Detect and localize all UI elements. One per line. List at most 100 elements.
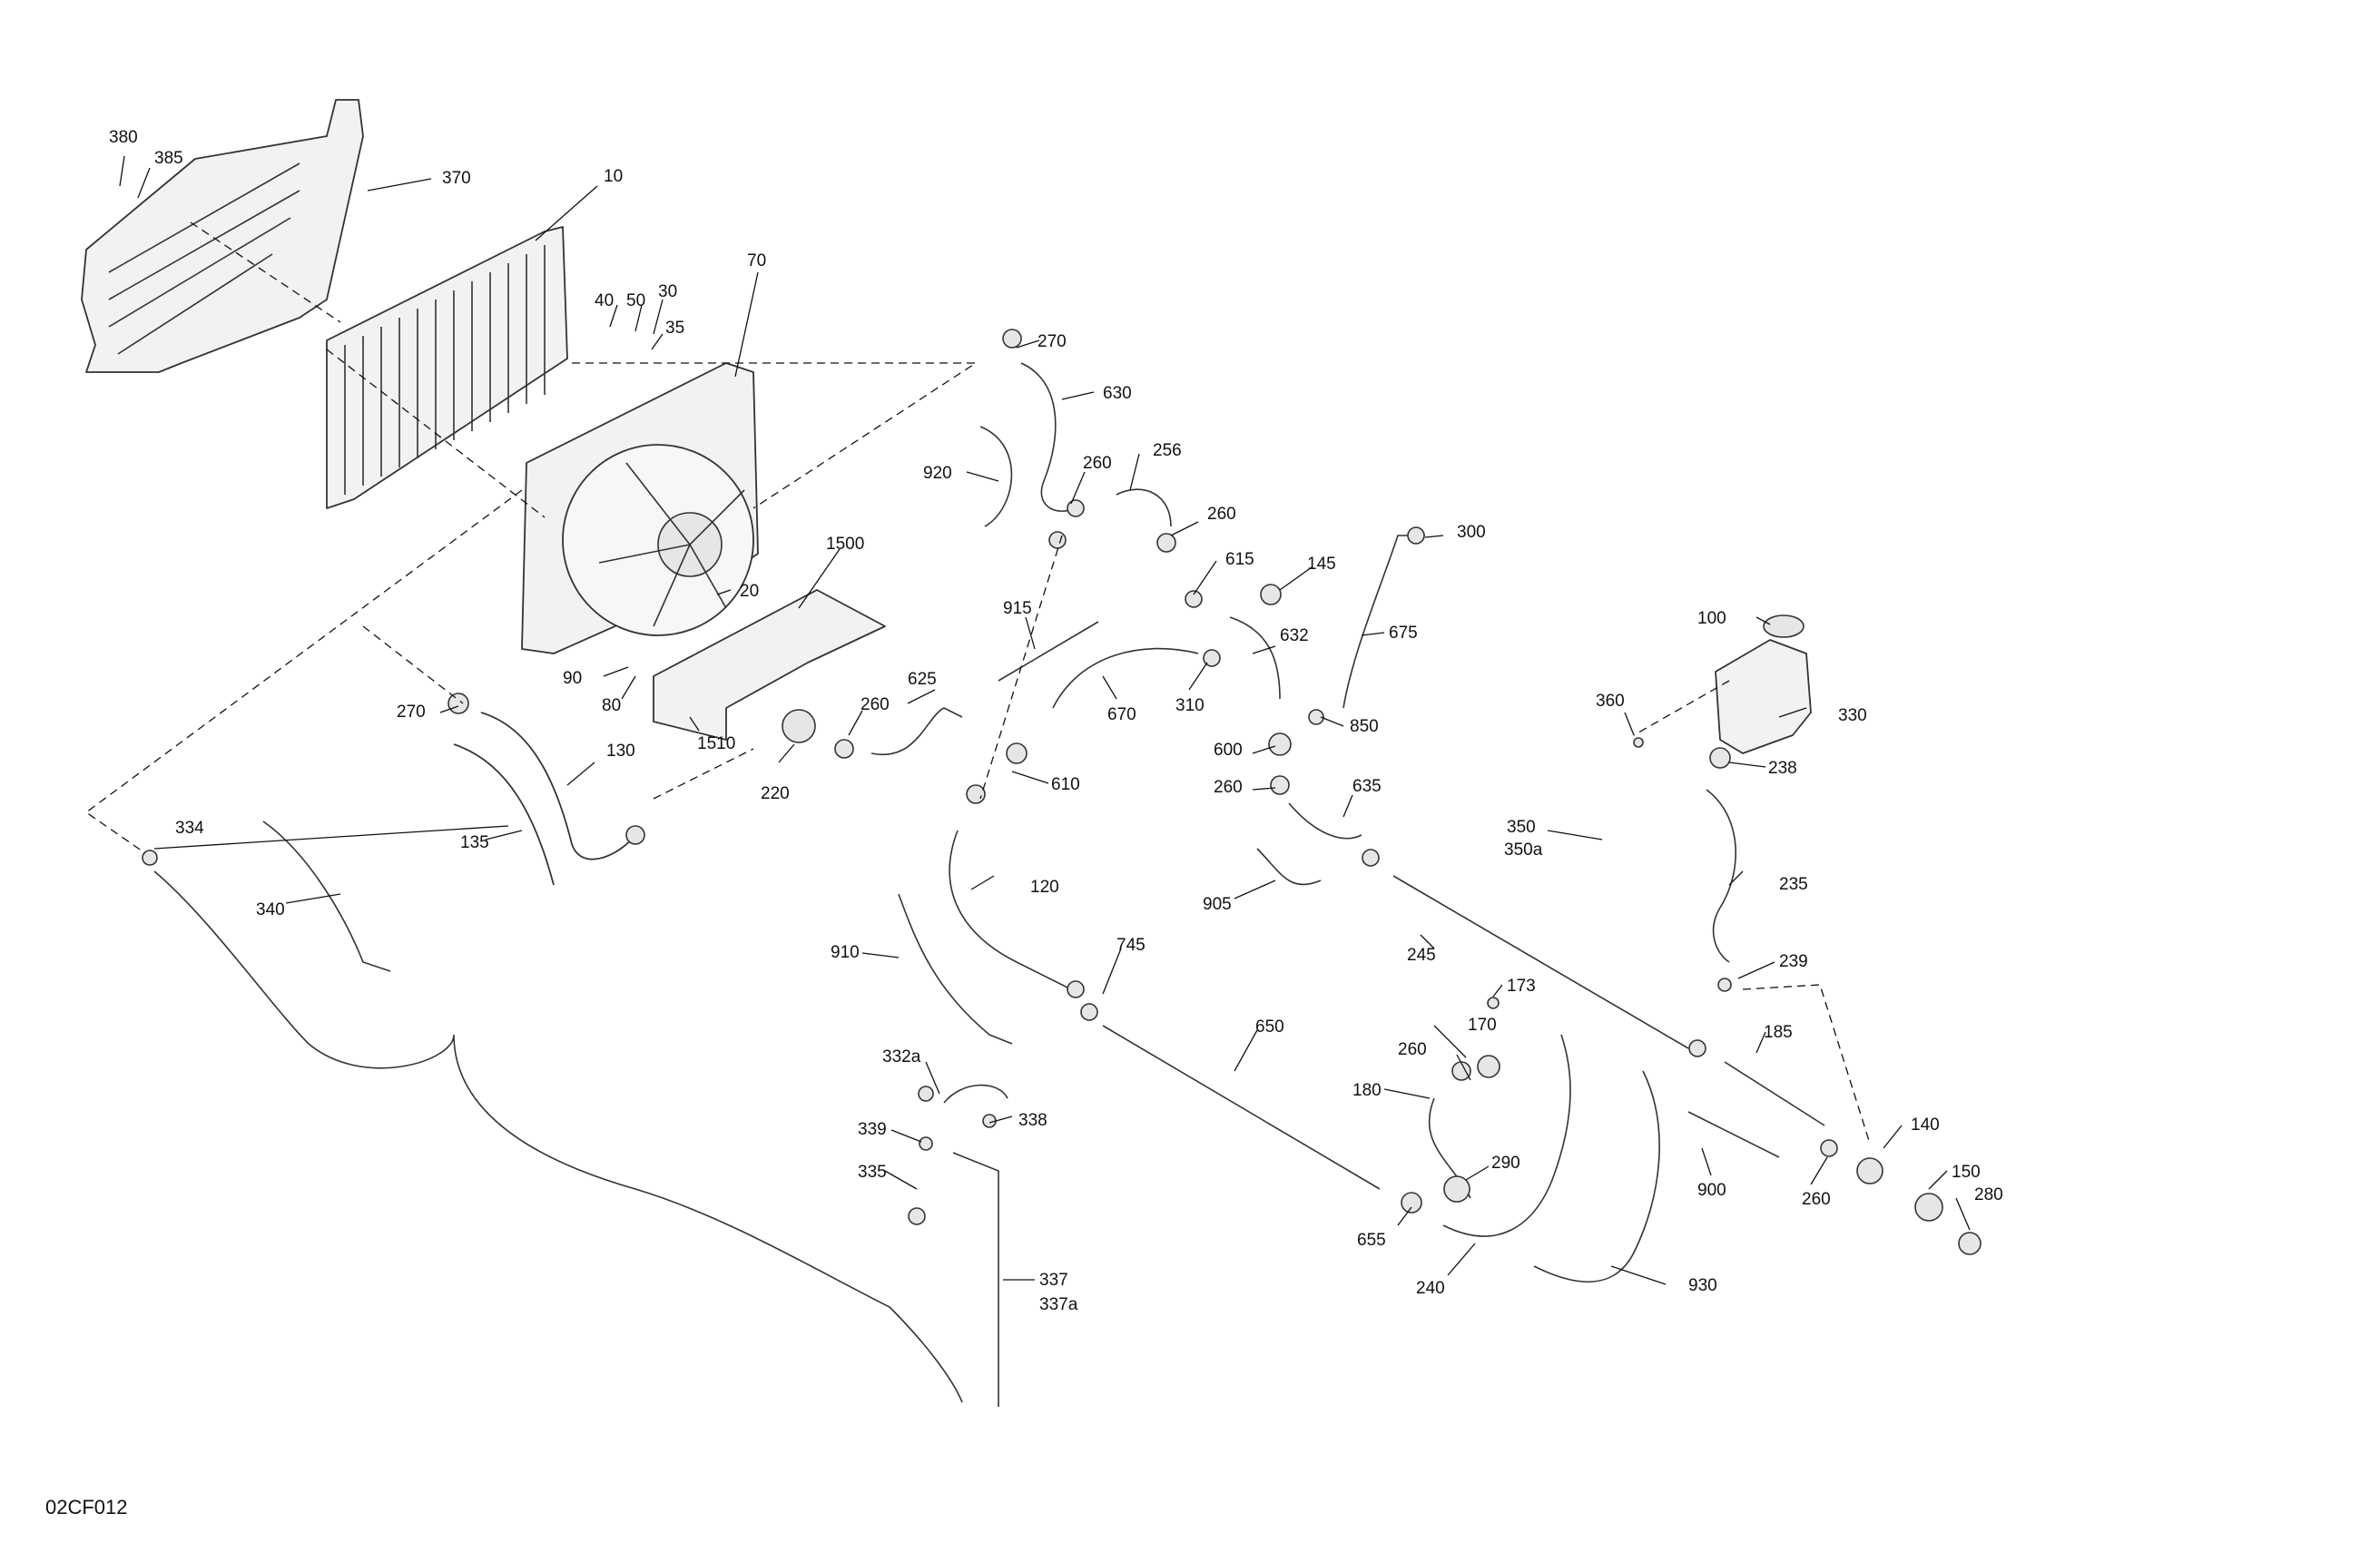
hose-670 — [1052, 647, 1199, 709]
label-920: 920 — [923, 464, 952, 483]
label-350: 350 — [1507, 818, 1536, 837]
label-80: 80 — [602, 696, 621, 715]
label-380: 380 — [109, 128, 138, 147]
label-20: 20 — [740, 582, 759, 601]
label-910: 910 — [831, 943, 860, 962]
label-600: 600 — [1214, 741, 1243, 760]
label-610: 610 — [1051, 775, 1080, 794]
label-90: 90 — [563, 669, 582, 688]
label-270-left: 270 — [397, 703, 426, 722]
label-337: 337 — [1039, 1271, 1068, 1290]
label-675: 675 — [1389, 624, 1418, 643]
label-630: 630 — [1103, 384, 1132, 403]
label-260-c: 260 — [861, 695, 890, 714]
label-339: 339 — [858, 1120, 887, 1139]
hose-635 — [1288, 802, 1362, 840]
radiator-core — [326, 226, 568, 509]
label-930: 930 — [1688, 1276, 1717, 1295]
label-256: 256 — [1153, 441, 1182, 460]
label-337a: 337a — [1039, 1295, 1078, 1314]
label-180: 180 — [1352, 1081, 1382, 1100]
label-238: 238 — [1768, 759, 1797, 778]
label-245: 245 — [1407, 946, 1436, 965]
label-239: 239 — [1779, 952, 1808, 971]
label-670: 670 — [1107, 705, 1136, 724]
tube-245 — [1392, 875, 1689, 1049]
hose-240 — [1442, 1034, 1571, 1237]
hose-632 — [1229, 616, 1281, 700]
label-335: 335 — [858, 1163, 887, 1182]
label-185: 185 — [1764, 1023, 1793, 1042]
label-334: 334 — [175, 819, 204, 838]
label-130: 130 — [606, 742, 635, 761]
tank-cap — [1763, 614, 1805, 638]
label-615: 615 — [1225, 550, 1254, 569]
label-170: 170 — [1468, 1016, 1497, 1035]
bracket — [653, 589, 886, 741]
label-120: 120 — [1030, 878, 1059, 897]
label-332a: 332a — [882, 1047, 921, 1066]
label-1500: 1500 — [826, 535, 864, 554]
hose-135 — [453, 743, 555, 886]
label-145: 145 — [1307, 555, 1336, 574]
label-35: 35 — [665, 319, 684, 338]
label-260-f: 260 — [1802, 1190, 1831, 1209]
label-310: 310 — [1175, 696, 1205, 715]
hose-clamp-332a — [943, 1084, 1008, 1104]
label-340: 340 — [256, 900, 285, 919]
label-635: 635 — [1352, 777, 1382, 796]
label-260-d: 260 — [1214, 778, 1243, 797]
label-235: 235 — [1779, 875, 1808, 894]
label-220: 220 — [761, 784, 790, 803]
label-150: 150 — [1952, 1163, 1981, 1182]
label-385: 385 — [154, 149, 183, 168]
label-40: 40 — [595, 291, 614, 310]
label-260-e: 260 — [1398, 1040, 1427, 1059]
label-650: 650 — [1255, 1017, 1284, 1037]
label-632: 632 — [1280, 626, 1309, 645]
expansion-tank — [1715, 639, 1812, 754]
label-330: 330 — [1838, 706, 1867, 725]
dashed-reference-lines — [84, 221, 1871, 1145]
label-300: 300 — [1457, 523, 1486, 542]
label-140: 140 — [1911, 1115, 1940, 1135]
label-338: 338 — [1018, 1111, 1047, 1130]
hose-930 — [1533, 1070, 1660, 1283]
label-1510: 1510 — [697, 734, 735, 753]
hose-625 — [870, 707, 963, 756]
label-290: 290 — [1491, 1154, 1520, 1173]
label-50: 50 — [626, 291, 645, 310]
label-100: 100 — [1697, 609, 1726, 628]
tube-675 — [1342, 535, 1425, 709]
label-70: 70 — [747, 251, 766, 270]
tube-340 — [153, 870, 963, 1403]
label-280: 280 — [1974, 1185, 2003, 1204]
parts-artwork — [81, 99, 1982, 1407]
label-270-top: 270 — [1038, 332, 1067, 351]
hose-920 — [979, 426, 1013, 527]
label-850: 850 — [1350, 717, 1379, 736]
label-135: 135 — [460, 833, 489, 852]
hose-130 — [480, 712, 636, 860]
label-655: 655 — [1357, 1231, 1386, 1250]
hose-120 — [949, 830, 1072, 990]
label-10: 10 — [604, 167, 623, 186]
hose-256 — [1116, 488, 1172, 527]
fittings — [142, 329, 1982, 1255]
label-915: 915 — [1003, 599, 1032, 618]
hose-910 — [898, 893, 1013, 1045]
tube-650 — [1102, 1025, 1381, 1190]
label-350a: 350a — [1504, 840, 1543, 860]
label-240: 240 — [1416, 1279, 1445, 1298]
hose-900 — [1687, 1111, 1780, 1158]
hose-630 — [1020, 362, 1077, 512]
label-173: 173 — [1507, 977, 1536, 996]
label-900: 900 — [1697, 1181, 1726, 1200]
leader-lines — [119, 155, 1971, 1285]
strip-340 — [262, 821, 391, 972]
label-30: 30 — [658, 282, 677, 301]
label-625: 625 — [908, 670, 937, 689]
hose-905 — [1256, 848, 1322, 886]
tube-337 — [952, 1152, 999, 1407]
